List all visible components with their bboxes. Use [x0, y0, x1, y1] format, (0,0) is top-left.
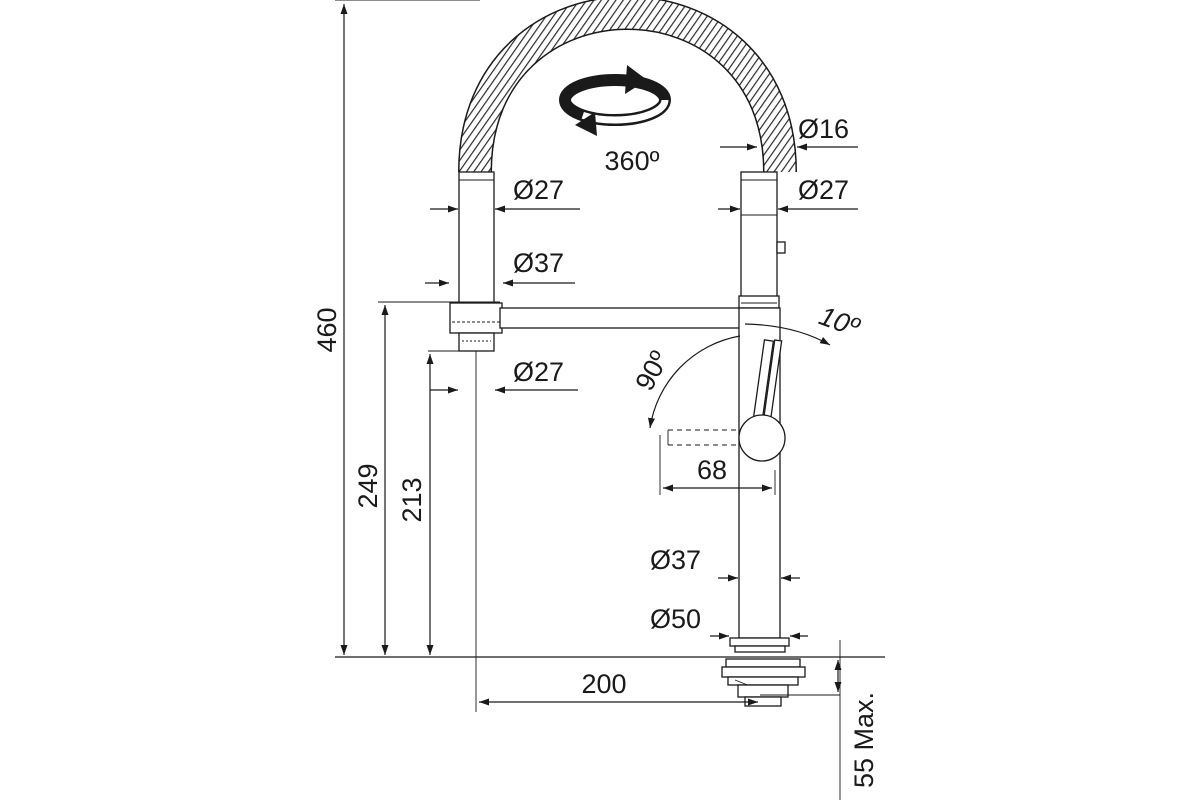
lever-knob: [738, 414, 786, 462]
label-diameter-collar: Ø37: [513, 248, 564, 278]
arc-lever-tilt: [744, 323, 831, 346]
base-plate: [729, 637, 790, 647]
label-swivel-angle: 360º: [605, 146, 660, 176]
button: [776, 241, 786, 254]
mounting-nut: [725, 658, 801, 668]
labels: 460 249 213 200 68 55 Max. Ø16 Ø27 Ø27 Ø…: [312, 114, 879, 788]
head-holder: [740, 171, 778, 299]
rotate-360-icon: [559, 65, 671, 136]
label-spout-height: 249: [353, 463, 383, 508]
dimension-lines: [340, 4, 858, 706]
label-diameter-base: Ø50: [650, 604, 701, 634]
label-reach: 200: [581, 669, 626, 699]
label-diameter-body: Ø37: [650, 545, 701, 575]
label-diameter-holder: Ø27: [798, 175, 849, 205]
label-total-height: 460: [312, 307, 342, 352]
label-lever-rotation: 90º: [629, 346, 674, 395]
collar: [449, 302, 503, 334]
label-outlet-height: 213: [397, 477, 427, 522]
label-diameter-spray-head: Ø27: [513, 175, 564, 205]
label-diameter-hose: Ø16: [798, 114, 849, 144]
label-lever-tilt: 10º: [815, 301, 864, 343]
spray-head: [458, 171, 495, 305]
outlet: [458, 332, 495, 352]
label-lever-length: 68: [697, 455, 727, 485]
faucet-outline: [449, 0, 806, 707]
arc-lever-rotation: [648, 335, 741, 429]
spout-arm: [499, 307, 741, 329]
label-max-thickness: 55 Max.: [849, 692, 879, 788]
label-diameter-outlet: Ø27: [513, 357, 564, 387]
